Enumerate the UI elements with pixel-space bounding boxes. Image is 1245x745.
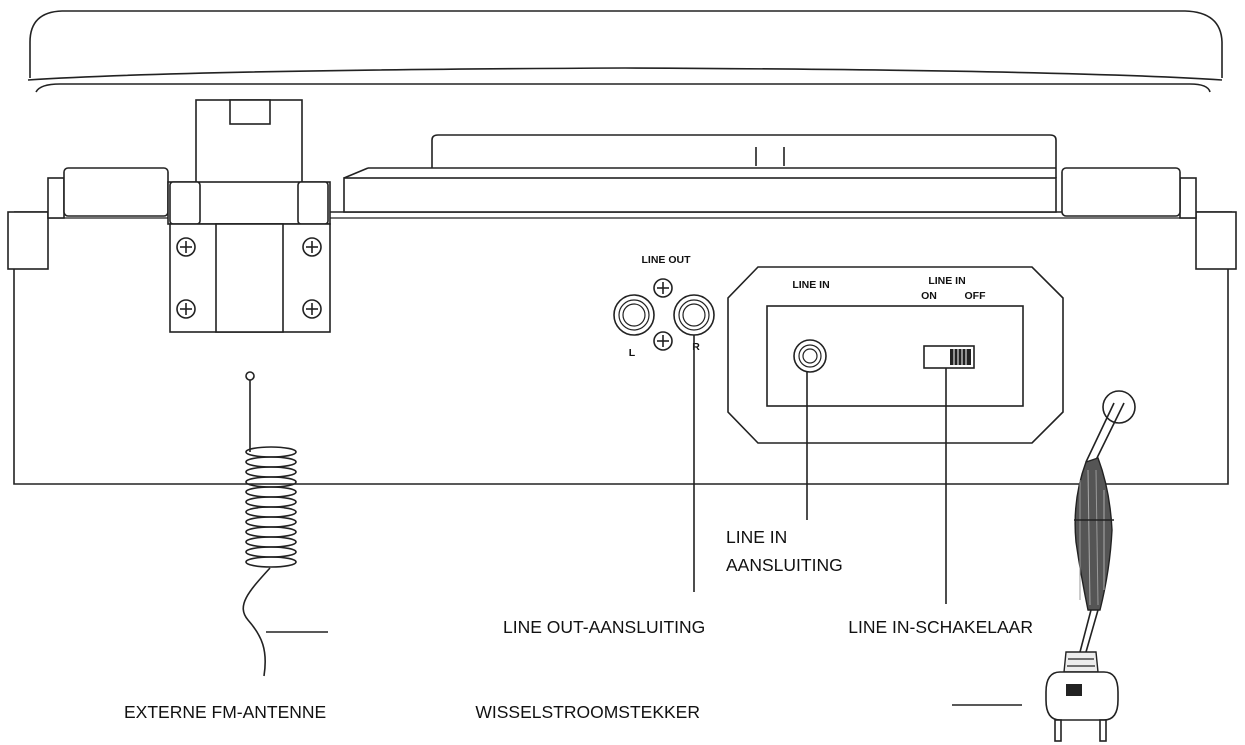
line-out-left-label: L <box>629 347 636 359</box>
left-side-bracket <box>7 167 169 270</box>
hinge-screw-top-left <box>176 237 196 257</box>
callout-line-in-jack-line2: AANSLUITING <box>726 555 843 575</box>
antenna-coil <box>245 446 297 568</box>
hinge-screw-bottom-right <box>302 299 322 319</box>
right-side-bracket <box>1061 167 1237 270</box>
hinge-screw-bottom-left <box>176 299 196 319</box>
line-out-screw-bottom <box>653 331 673 351</box>
ac-power-cord <box>1074 390 1136 653</box>
line-in-switch-knob <box>950 349 971 365</box>
dust-cover-hinge <box>167 99 331 333</box>
ac-plug <box>1045 651 1119 742</box>
line-in-switch[interactable] <box>923 345 975 369</box>
dust-cover <box>27 10 1223 93</box>
callout-line-in-switch: LINE IN-SCHAKELAAR <box>848 617 1033 637</box>
line-in-switch-off-label: OFF <box>965 290 987 302</box>
line-out-screw-top <box>653 278 673 298</box>
callout-line-out-jack: LINE OUT-AANSLUITING <box>503 617 705 637</box>
line-out-left-jack[interactable] <box>613 294 655 336</box>
callout-leaders <box>266 335 1022 706</box>
line-in-switch-on-label: ON <box>921 290 937 302</box>
callout-labels: LINE IN AANSLUITING LINE OUT-AANSLUITING… <box>124 527 1033 722</box>
line-out-right-label: R <box>692 341 700 353</box>
callout-line-in-jack-line1: LINE IN <box>726 527 787 547</box>
line-out-jacks: LINE OUT L R <box>613 254 715 359</box>
coiled-cord-bundle <box>1074 457 1114 611</box>
platter-base <box>343 134 1057 213</box>
callout-fm-antenna: EXTERNE FM-ANTENNE <box>124 702 326 722</box>
line-in-jack[interactable] <box>793 339 827 373</box>
callout-ac-plug: WISSELSTROOMSTEKKER <box>475 702 700 722</box>
line-in-panel: LINE IN LINE IN ON OFF <box>727 266 1064 444</box>
line-in-switch-title: LINE IN <box>928 275 965 287</box>
line-out-right-jack[interactable] <box>673 294 715 336</box>
fm-antenna <box>242 371 297 677</box>
hinge-screw-top-right <box>302 237 322 257</box>
line-in-panel-label: LINE IN <box>792 279 829 291</box>
line-out-label: LINE OUT <box>642 254 692 266</box>
